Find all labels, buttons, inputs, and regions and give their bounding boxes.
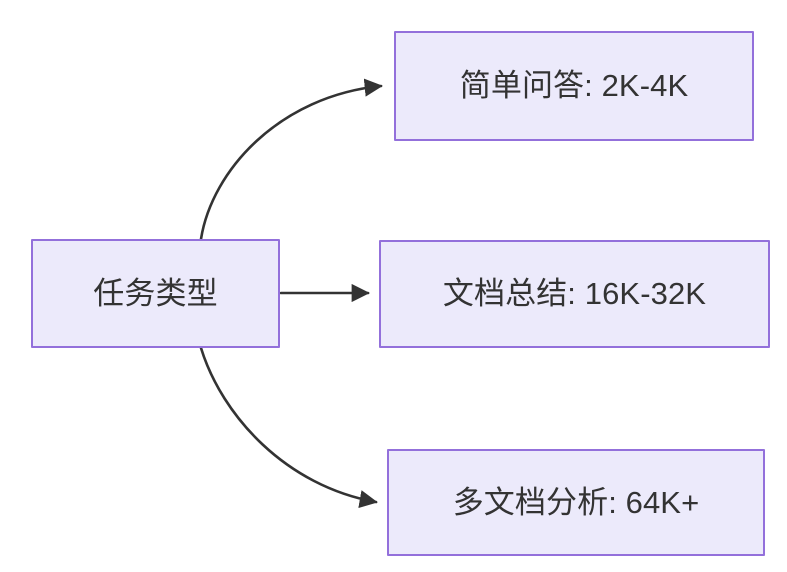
edge-task-type-to-multi-doc: [199, 346, 378, 509]
node-multi-doc[interactable]: 多文档分析: 64K+: [387, 449, 765, 556]
node-simple-qa[interactable]: 简单问答: 2K-4K: [394, 31, 754, 141]
edge-task-type-to-simple-qa: [199, 78, 383, 241]
node-task-type-label: 任务类型: [93, 275, 218, 311]
node-doc-summary-label: 文档总结: 16K-32K: [442, 276, 707, 312]
node-doc-summary[interactable]: 文档总结: 16K-32K: [379, 240, 770, 348]
node-task-type[interactable]: 任务类型: [31, 239, 280, 348]
node-simple-qa-label: 简单问答: 2K-4K: [459, 68, 689, 104]
node-multi-doc-label: 多文档分析: 64K+: [452, 484, 700, 520]
